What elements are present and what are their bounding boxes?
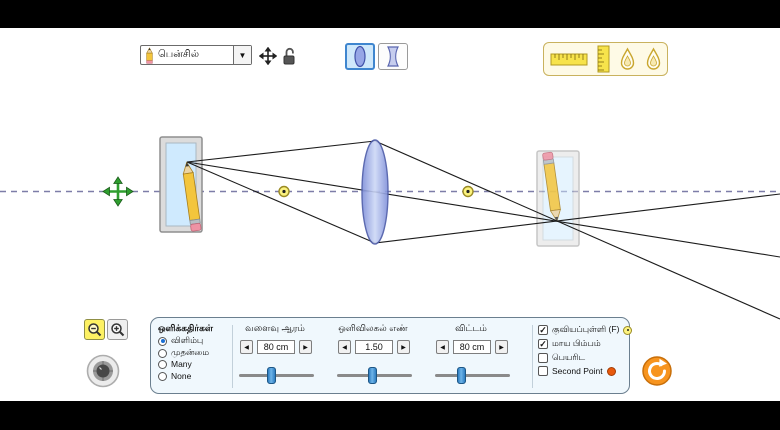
checkbox-icon [538, 353, 548, 363]
left-arrow-icon: ◀ [342, 344, 347, 351]
image-pencil [542, 151, 561, 222]
curvature-slider-thumb[interactable] [267, 367, 276, 384]
radio-icon [158, 348, 167, 358]
curvature-value: 80 cm [257, 340, 295, 354]
refractive-index-label: ஒளிவிலகல் எண் [338, 323, 408, 333]
check-icon: ✓ [539, 339, 547, 349]
horizontal-ruler-icon[interactable] [550, 53, 588, 66]
panel-divider [232, 325, 233, 388]
curvature-increment-button[interactable]: ▶ [299, 340, 312, 354]
curvature-slider-track[interactable] [239, 374, 314, 377]
refractive-index-value: 1.50 [355, 340, 393, 354]
ray-mode-many[interactable]: Many [158, 359, 192, 369]
combo-dropdown-button[interactable]: ▼ [233, 46, 251, 64]
vertical-ruler-icon[interactable] [597, 45, 610, 73]
light-source-button[interactable] [86, 354, 120, 388]
index-increment-button[interactable]: ▶ [397, 340, 410, 354]
left-arrow-icon: ◀ [440, 344, 445, 351]
convex-lens-button[interactable] [345, 43, 375, 70]
object-selector-label: பென்சில் [158, 49, 200, 60]
measurement-toolbox [543, 42, 668, 76]
light-rays [186, 140, 780, 320]
right-arrow-icon: ▶ [499, 344, 504, 351]
focal-point-left [278, 185, 290, 198]
droplet-tool-icon-1[interactable] [619, 47, 636, 71]
concave-lens-button[interactable] [378, 43, 408, 70]
diameter-decrement-button[interactable]: ◀ [436, 340, 449, 354]
rays-header: ஒளிக்கதிர்கள் [158, 323, 213, 333]
radio-icon [158, 336, 167, 346]
pencil-icon [146, 46, 153, 64]
reset-arrow-icon [659, 358, 667, 367]
radio-icon [158, 359, 167, 369]
ray-mode-principal[interactable]: முதன்மை [158, 347, 209, 359]
panel-divider [532, 325, 533, 388]
zoom-in-button[interactable] [107, 319, 128, 340]
object-selector-combo[interactable]: பென்சில் ▼ [140, 45, 252, 65]
ray-mode-marginal[interactable]: விளிம்பு [158, 335, 203, 347]
left-arrow-icon: ◀ [244, 344, 249, 351]
second-point-dot-icon [606, 366, 616, 376]
zoom-out-button[interactable] [84, 319, 105, 340]
index-slider-thumb[interactable] [368, 367, 377, 384]
move-tool-icon[interactable] [259, 47, 277, 65]
magnifier-plus-icon [111, 323, 125, 337]
magnifier-minus-icon [88, 323, 102, 337]
checkbox-focal-points[interactable]: ✓ குவியப்புள்ளி (F) [538, 324, 633, 336]
checkbox-second-point[interactable]: Second Point [538, 366, 616, 376]
chevron-down-icon: ▼ [238, 50, 247, 60]
checkbox-labels[interactable]: பெயரிட [538, 352, 585, 364]
convex-lens-icon [354, 45, 366, 68]
lens-control-panel: ஒளிக்கதிர்கள் விளிம்பு முதன்மை Many None… [150, 317, 633, 394]
move-object-handle[interactable] [102, 176, 134, 207]
focal-point-dot-icon [623, 325, 633, 335]
checkbox-icon: ✓ [538, 325, 548, 335]
diameter-slider-thumb[interactable] [457, 367, 466, 384]
reset-button[interactable] [642, 356, 672, 386]
ray-mode-none[interactable]: None [158, 371, 191, 381]
diameter-label: விட்டம் [455, 323, 487, 333]
focal-point-right [462, 185, 474, 198]
checkbox-virtual-image[interactable]: ✓ மாய பிம்பம் [538, 338, 601, 349]
right-arrow-icon: ▶ [303, 344, 308, 351]
droplet-tool-icon-2[interactable] [645, 47, 662, 71]
concave-lens-icon [387, 46, 399, 67]
curvature-radius-label: வளைவு ஆரம் [245, 323, 305, 333]
diameter-slider-track[interactable] [435, 374, 510, 377]
radio-icon [158, 371, 167, 381]
diameter-increment-button[interactable]: ▶ [495, 340, 508, 354]
checkbox-icon [538, 366, 548, 376]
check-icon: ✓ [539, 325, 547, 335]
checkbox-icon: ✓ [538, 339, 548, 349]
right-arrow-icon: ▶ [401, 344, 406, 351]
unlock-icon[interactable] [282, 46, 296, 65]
lens[interactable] [361, 139, 389, 245]
curvature-decrement-button[interactable]: ◀ [240, 340, 253, 354]
object-pencil[interactable] [182, 161, 202, 232]
index-decrement-button[interactable]: ◀ [338, 340, 351, 354]
diameter-value: 80 cm [453, 340, 491, 354]
